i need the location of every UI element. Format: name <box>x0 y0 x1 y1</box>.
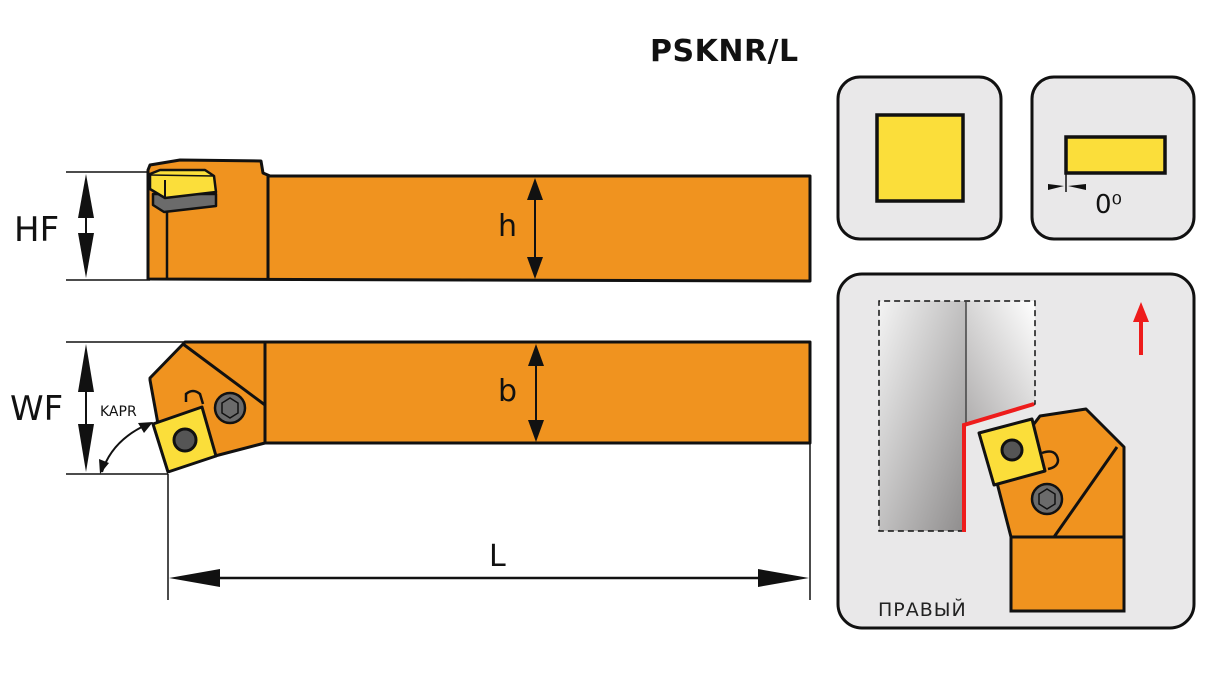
l-label: L <box>489 539 506 574</box>
hf-label: HF <box>14 210 59 250</box>
holder-top-body <box>148 340 812 458</box>
feed-direction-arrow-icon <box>1133 302 1149 355</box>
application-panel: ПРАВЫЙ <box>836 272 1196 630</box>
wf-dimension-arrow-icon <box>78 344 94 472</box>
kapr-label: KAPR <box>100 404 137 420</box>
kapr-angle-arrow-icon <box>99 422 153 474</box>
side-view: HF h <box>14 158 812 283</box>
head-bevel-line <box>182 342 266 407</box>
clearance-angle-marker-icon <box>1048 173 1086 192</box>
holder-application-icon <box>977 407 1126 613</box>
top-view: WF KAPR b <box>10 340 812 600</box>
holder-side-body <box>146 158 812 283</box>
hf-dimension-arrow-icon <box>78 174 94 278</box>
b-label: b <box>498 374 517 409</box>
h-dimension-arrow-icon <box>527 178 543 279</box>
cutting-path <box>962 402 1035 532</box>
clearance-angle-panel: 0⁰ <box>1030 75 1196 241</box>
l-dimension-arrow-icon <box>169 569 809 587</box>
h-label: h <box>498 209 517 244</box>
workpiece <box>878 300 1036 532</box>
screw-icon <box>213 391 247 425</box>
insert-shape-panel <box>836 75 1003 241</box>
product-code-title: PSKNR/L <box>650 34 799 69</box>
hand-label: ПРАВЫЙ <box>878 598 967 621</box>
b-dimension-arrow-icon <box>528 344 544 442</box>
clamp-notch <box>184 389 205 405</box>
insert-profile-icon <box>1064 135 1167 175</box>
insert-top-icon <box>151 405 218 474</box>
insert-side-icon <box>148 168 218 214</box>
wf-label: WF <box>10 389 63 429</box>
clearance-angle-label: 0⁰ <box>1095 190 1122 220</box>
square-insert-icon <box>875 113 965 203</box>
